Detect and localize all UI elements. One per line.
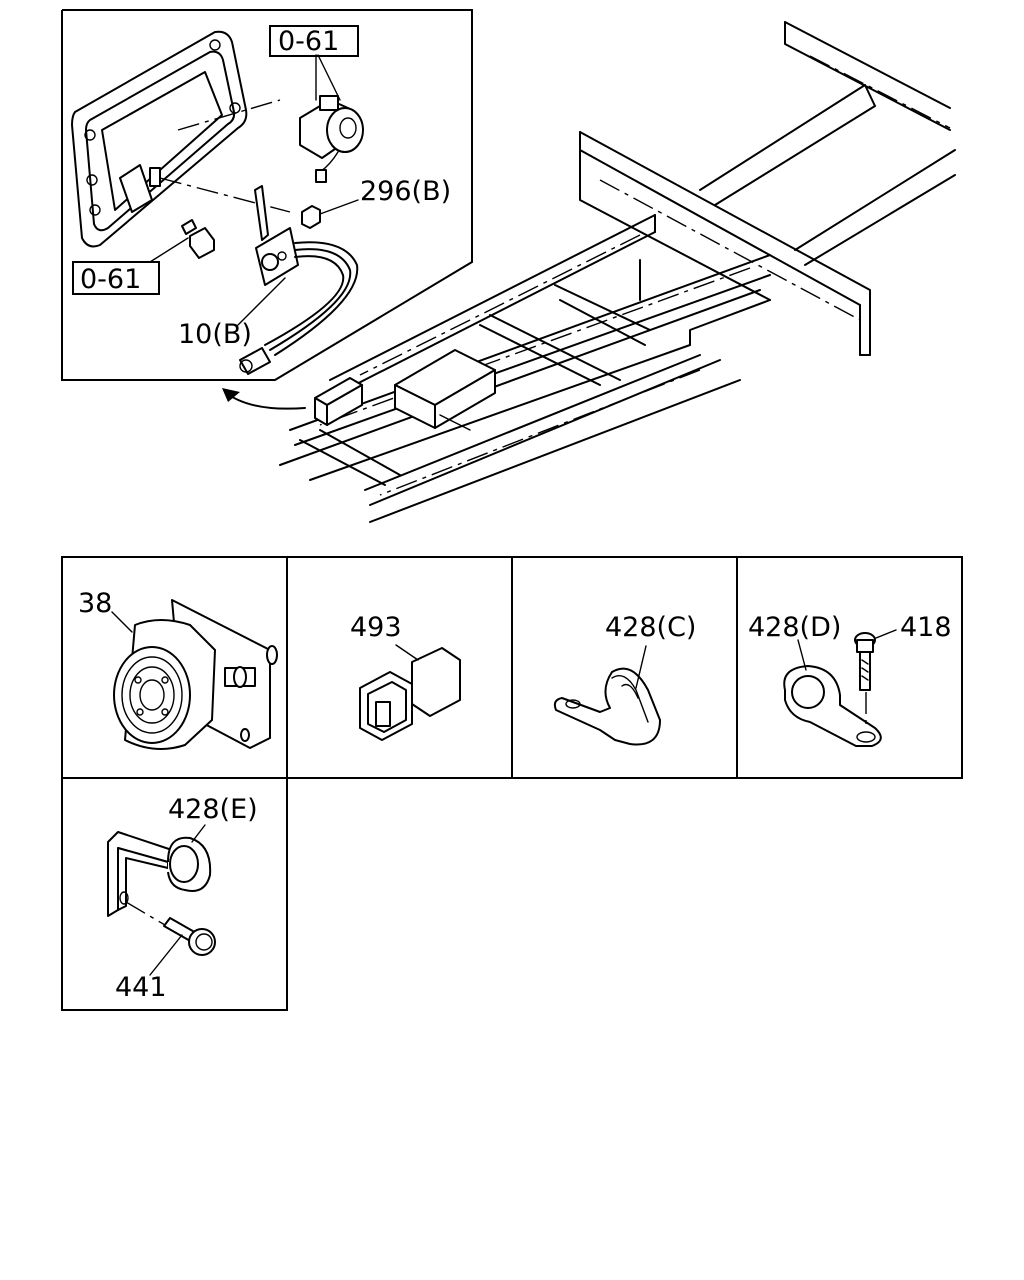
part-label-10b: 10(B)	[178, 319, 252, 350]
label-428e: 428(E)	[168, 794, 258, 825]
inset-frame	[61, 9, 473, 381]
ref-label-top: 0-61	[278, 26, 339, 57]
nut-296b	[301, 205, 321, 229]
label-441: 441	[115, 972, 167, 1003]
panel-493: 493	[350, 612, 461, 741]
label-418: 418	[900, 612, 952, 643]
arrow-head	[222, 388, 240, 402]
ref-box-top	[269, 25, 359, 57]
part-label-296b: 296(B)	[360, 176, 451, 207]
label-428c: 428(C)	[605, 612, 696, 643]
ecu-housing	[71, 30, 291, 248]
relay	[299, 95, 364, 183]
panel-428c: 428(C)	[553, 612, 696, 746]
label-428d: 428(D)	[748, 612, 841, 643]
chassis-frame	[279, 21, 956, 523]
ref-box-left	[72, 261, 160, 295]
panel-428d: 428(D) 418	[748, 612, 952, 747]
detail-grid	[61, 556, 963, 1011]
label-38: 38	[78, 588, 112, 619]
ref-label-left: 0-61	[80, 264, 141, 295]
sensor-10b	[239, 185, 359, 375]
panel-428e: 428(E) 441	[107, 794, 258, 1003]
panel-38: 38	[78, 588, 278, 750]
label-493: 493	[350, 612, 402, 643]
inset-detail: 0-61 0-61 296(B) 10(B)	[61, 9, 473, 381]
small-connector	[181, 219, 215, 259]
